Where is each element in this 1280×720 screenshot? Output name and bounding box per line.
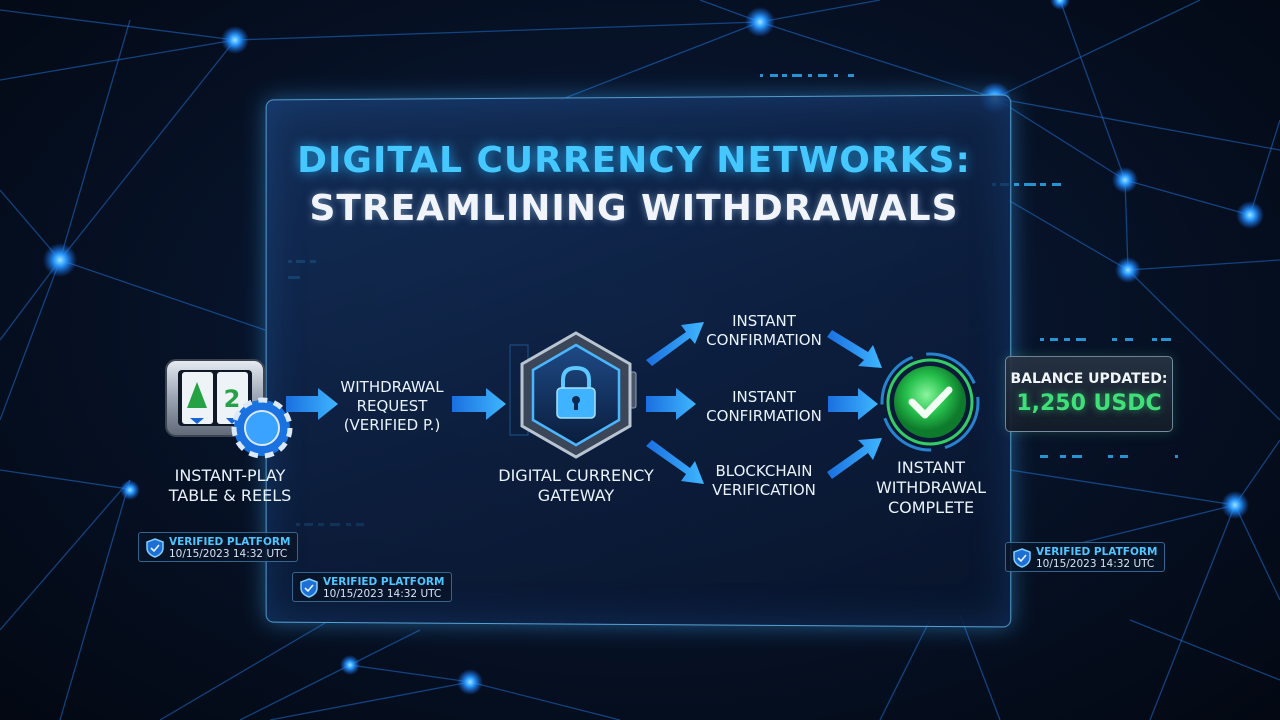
lock-icon: [556, 365, 596, 419]
slot-machine-icon: 2: [165, 359, 265, 437]
branch-label-3: BLOCKCHAIN VERIFICATION: [712, 462, 816, 499]
balance-label: BALANCE UPDATED:: [1010, 371, 1168, 387]
shield-icon: [300, 578, 318, 598]
arrow-branch-1-to-complete: [827, 330, 882, 368]
shield-icon: [1013, 548, 1031, 568]
completion-ring: [880, 352, 980, 452]
branch-label-1: INSTANT CONFIRMATION: [706, 312, 822, 349]
source-node-label: INSTANT-PLAY TABLE & REELS: [168, 466, 292, 505]
arrow-to-branch-1: [646, 322, 704, 366]
shield-icon: [146, 538, 164, 558]
gateway-node-label: DIGITAL CURRENCY GATEWAY: [498, 466, 654, 505]
arrow-to-request: [286, 388, 338, 420]
branch-label-2: INSTANT CONFIRMATION: [706, 388, 822, 425]
complete-node-label: INSTANT WITHDRAWAL COMPLETE: [875, 458, 986, 517]
arrow-to-gateway: [452, 388, 506, 420]
title-line-2: STREAMLINING WITHDRAWALS: [309, 188, 959, 229]
arrow-branch-2-to-complete: [828, 388, 878, 420]
verified-badge-1: VERIFIED PLATFORM 10/15/2023 14:32 UTC: [138, 532, 299, 562]
request-label: WITHDRAWAL REQUEST (VERIFIED P.): [340, 378, 444, 434]
arrow-branch-3-to-complete: [827, 438, 882, 479]
title-line-1: DIGITAL CURRENCY NETWORKS:: [297, 140, 971, 181]
casino-chip-icon: [231, 397, 293, 459]
checkmark-icon: [908, 386, 953, 419]
svg-text:2: 2: [224, 385, 241, 413]
verified-badge-3: VERIFIED PLATFORM 10/15/2023 14:32 UTC: [1005, 542, 1166, 572]
arrow-to-branch-3: [646, 440, 704, 484]
verified-badge-2: VERIFIED PLATFORM 10/15/2023 14:32 UTC: [292, 572, 453, 602]
arrow-to-branch-2: [646, 388, 696, 420]
balance-card: BALANCE UPDATED: 1,250 USDC: [1005, 356, 1173, 432]
balance-value: 1,250 USDC: [1016, 391, 1162, 416]
